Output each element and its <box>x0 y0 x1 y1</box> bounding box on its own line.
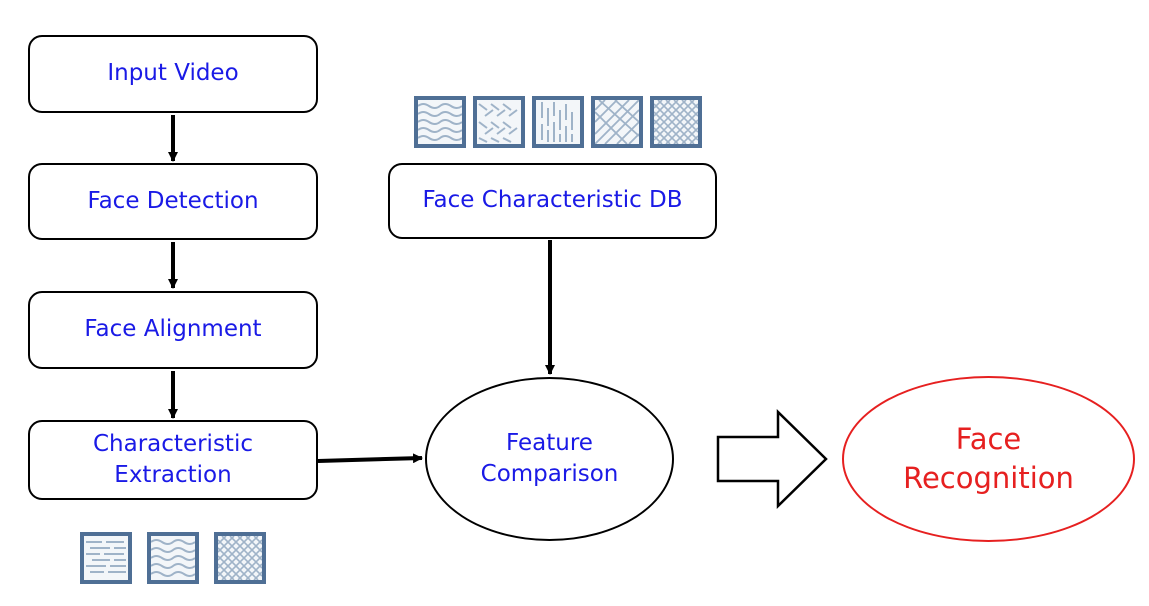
characteristic-extraction-node: Characteristic Extraction <box>28 420 318 500</box>
characteristic-extraction-label-line1: Characteristic <box>93 430 253 457</box>
face-alignment-label: Face Alignment <box>84 316 262 343</box>
block-arrow-to-recognition <box>716 409 828 509</box>
wave-pattern-icon <box>414 96 466 148</box>
face-recognition-node: Face Recognition <box>842 376 1135 542</box>
vertical-hatch-pattern-icon <box>532 96 584 148</box>
input-video-node: Input Video <box>28 35 318 113</box>
characteristic-extraction-label-line2: Extraction <box>114 462 232 488</box>
face-characteristic-db-label: Face Characteristic DB <box>422 187 683 214</box>
arrow-extraction-to-comparison <box>317 453 423 464</box>
feature-comparison-label-line1: Feature <box>506 429 593 456</box>
wave-pattern-icon <box>147 532 199 584</box>
feature-comparison-label-line2: Comparison <box>480 461 619 487</box>
face-recognition-label-line2: Recognition <box>903 461 1074 495</box>
face-detection-node: Face Detection <box>28 163 318 240</box>
face-recognition-label-line1: Face <box>955 421 1022 456</box>
feature-comparison-node: Feature Comparison <box>425 377 674 541</box>
diagonal-crosshatch-pattern-icon <box>591 96 643 148</box>
weave-pattern-icon <box>473 96 525 148</box>
face-detection-label: Face Detection <box>87 187 259 214</box>
horizontal-hatch-pattern-icon <box>80 532 132 584</box>
input-video-label: Input Video <box>107 60 239 87</box>
grid-crosshatch-pattern-icon <box>214 532 266 584</box>
face-characteristic-db-node: Face Characteristic DB <box>388 163 717 239</box>
grid-crosshatch-pattern-icon <box>650 96 702 148</box>
face-alignment-node: Face Alignment <box>28 291 318 369</box>
